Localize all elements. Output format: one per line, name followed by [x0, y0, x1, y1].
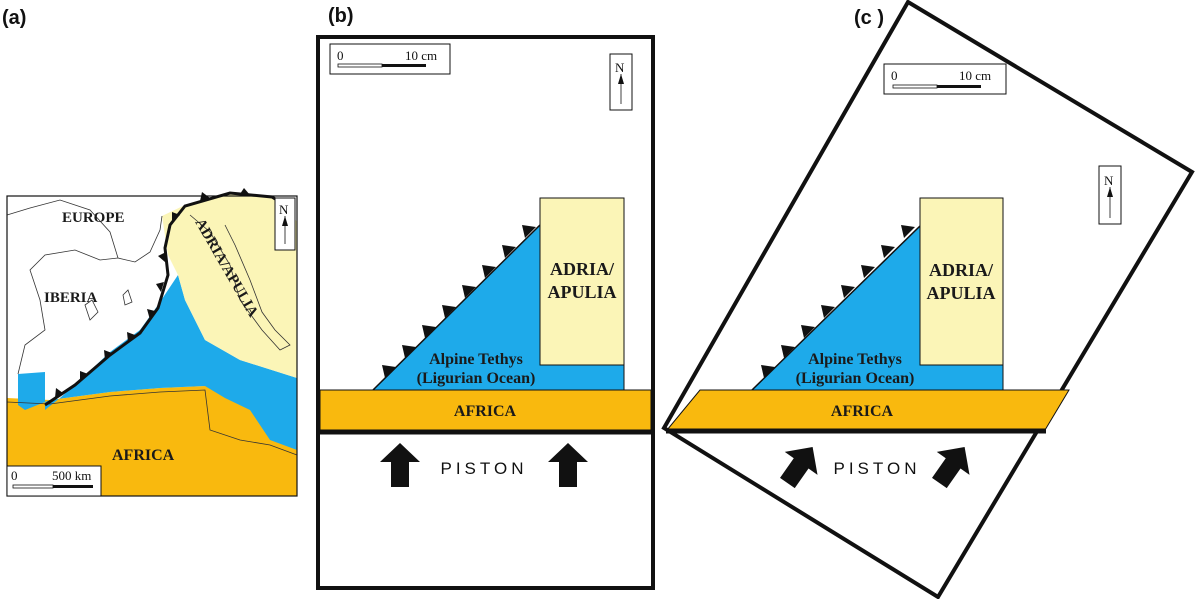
- piston-label-b: PISTON: [441, 459, 528, 478]
- scale-distance-a: 500 km: [52, 468, 91, 483]
- africa-label-c: AFRICA: [831, 403, 894, 420]
- scale-zero-b: 0: [337, 48, 344, 63]
- scale-bar-a: 0 500 km: [6, 465, 102, 497]
- thrust-teeth-b: [382, 225, 536, 378]
- adria-label-c-line2: APULIA: [926, 283, 995, 303]
- piston-label-c: PISTON: [834, 459, 921, 478]
- adria-label-c-line1: ADRIA/: [929, 260, 994, 280]
- scale-zero-a: 0: [11, 468, 18, 483]
- north-arrow-b: N: [609, 53, 633, 111]
- thrust-teeth-c: [761, 225, 915, 378]
- thrust-front-c: [751, 225, 921, 391]
- scale-bar-c: 0 10 cm: [883, 63, 1007, 95]
- panel-b-letter: (b): [328, 5, 354, 27]
- label-europe: EUROPE: [62, 210, 125, 226]
- europe-coast: [6, 199, 163, 263]
- scale-zero-c: 0: [891, 68, 898, 83]
- panel-a-map: EUROPE IBERIA ADRIA/APULIA AFRICA 0 500 …: [6, 188, 298, 497]
- piston-arrow-left-c: [780, 446, 818, 489]
- thrust-front-a: [44, 191, 286, 407]
- scale-bar-b: 0 10 cm: [329, 43, 451, 75]
- north-label-a: N: [279, 202, 289, 217]
- north-label-b: N: [615, 60, 625, 75]
- italy-outline: [189, 214, 291, 351]
- scale-distance-c: 10 cm: [959, 68, 991, 83]
- map-frame: [6, 195, 298, 497]
- panel-b: (b) 0 10 cm N: [316, 5, 655, 590]
- tethys-label-b-line1: Alpine Tethys: [429, 351, 523, 368]
- tethys-label-b-line2: (Ligurian Ocean): [417, 370, 536, 387]
- north-arrow-c: N: [1098, 165, 1122, 225]
- label-africa: AFRICA: [112, 447, 175, 464]
- adria-label-b-line2: APULIA: [547, 282, 616, 302]
- panel-a-letter: (a): [2, 7, 26, 29]
- tethys-label-c-line2: (Ligurian Ocean): [796, 370, 915, 387]
- adria-block-c: [919, 197, 1004, 366]
- north-arrow-a: N: [274, 197, 296, 251]
- adria-label-b-line1: ADRIA/: [550, 259, 615, 279]
- scale-distance-b: 10 cm: [405, 48, 437, 63]
- piston-arrow-right-b: [548, 443, 588, 487]
- panel-c: (c ) 0 10 cm N: [661, 0, 1195, 599]
- africa-bar-b: [319, 389, 652, 431]
- label-iberia: IBERIA: [44, 290, 98, 306]
- iberia-coast: [17, 249, 119, 375]
- africa-label-b: AFRICA: [454, 403, 517, 420]
- ocean-region: [18, 275, 297, 450]
- piston-arrow-left-b: [380, 443, 420, 487]
- panel-c-letter: (c ): [854, 7, 884, 29]
- panel-a: (a): [2, 7, 298, 497]
- piston-arrow-right-c: [932, 446, 970, 489]
- thrust-front-b: [372, 224, 541, 391]
- adria-block-b: [539, 197, 625, 366]
- islands-outline: [84, 289, 133, 321]
- tethys-label-c-line1: Alpine Tethys: [808, 351, 902, 368]
- north-label-c: N: [1104, 173, 1114, 188]
- africa-coast: [6, 389, 298, 456]
